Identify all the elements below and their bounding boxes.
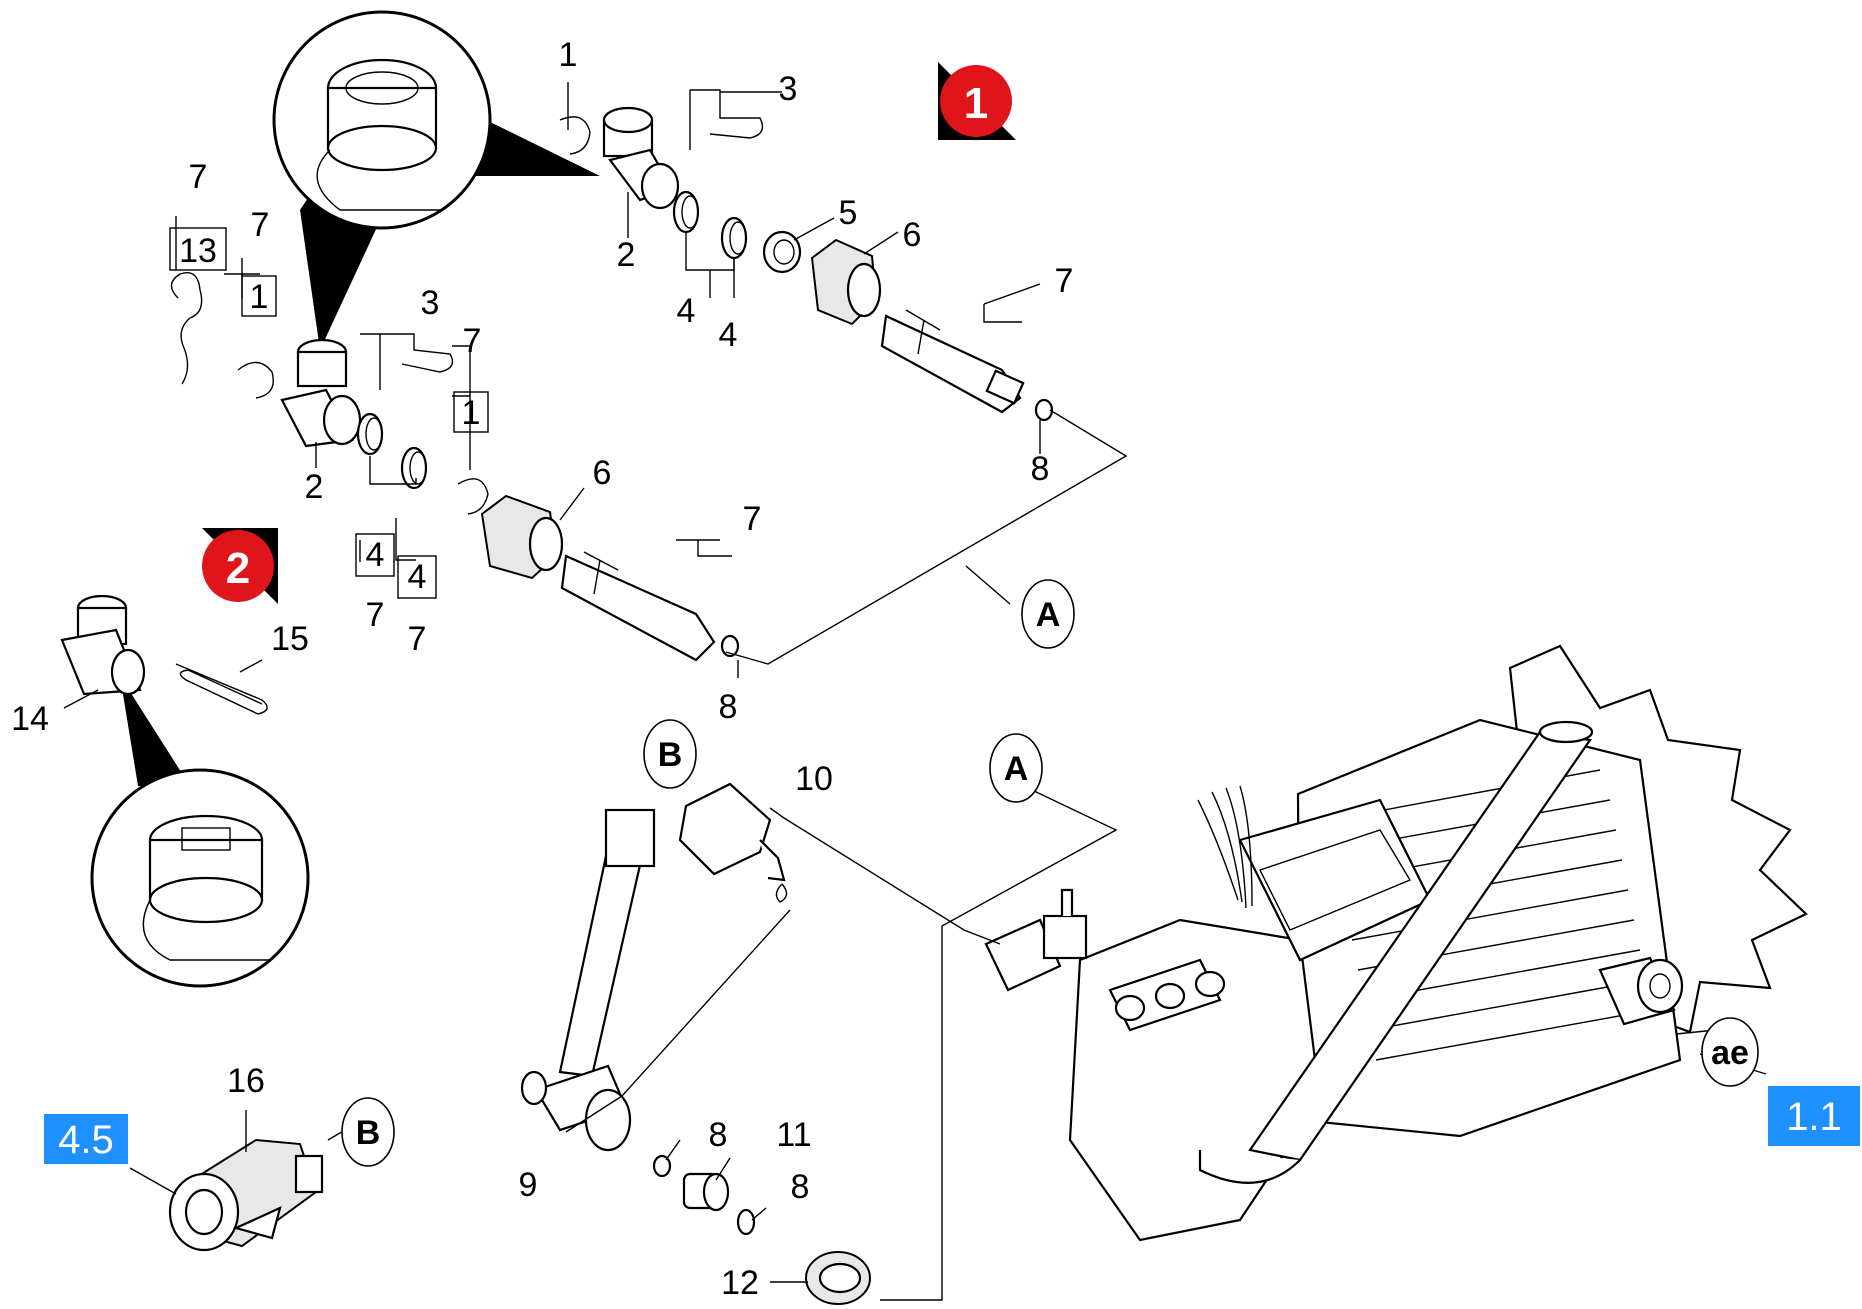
callout-4-top-b: 4 (719, 316, 738, 354)
connector-ae-label: ae (1711, 1034, 1749, 1072)
callout-12: 12 (721, 1264, 759, 1302)
callout-7-mid-right: 7 (743, 500, 762, 538)
callout-7-mid-a: 7 (366, 596, 385, 634)
callout-7-left-b: 7 (251, 206, 270, 244)
callout-4-top-a: 4 (677, 292, 696, 330)
callout-11: 11 (776, 1116, 811, 1154)
connector-b-lower-label: B (356, 1114, 381, 1152)
callout-1-mid: 1 (462, 394, 481, 432)
callout-14: 14 (11, 700, 49, 738)
callout-9: 9 (519, 1166, 538, 1204)
detail-magnifier-bottom (90, 676, 310, 988)
variant-badge-1: 1 (938, 62, 1016, 140)
connector-b-lower: B (341, 1097, 395, 1167)
quick-connector-16 (168, 1138, 324, 1252)
reference-4-5-label: 4.5 (58, 1118, 114, 1162)
callout-4-mid-a: 4 (366, 536, 385, 574)
callout-8-low-b: 8 (791, 1168, 810, 1206)
callout-3-mid: 3 (421, 284, 440, 322)
connector-a-lower-label: A (1004, 750, 1029, 788)
connector-ae: ae (1701, 1017, 1759, 1087)
callout-labels: 1 3 2 4 4 5 6 7 8 7 13 7 1 3 7 1 2 4 4 7… (11, 36, 1073, 1302)
callout-8-top: 8 (1031, 450, 1050, 488)
callout-8-low-a: 8 (709, 1116, 728, 1154)
middle-valve-assembly (170, 272, 740, 662)
callout-7-top-right: 7 (1055, 262, 1074, 300)
callout-1-left: 1 (250, 278, 269, 316)
callout-8-mid: 8 (719, 688, 738, 726)
callout-7-left-a: 7 (189, 158, 208, 196)
callout-13: 13 (179, 232, 217, 270)
callout-2-top: 2 (617, 236, 636, 274)
callout-6-top: 6 (903, 216, 922, 254)
callout-4-mid-b: 4 (408, 558, 427, 596)
connector-a-lower: A (989, 733, 1043, 803)
callout-1-top: 1 (559, 36, 578, 74)
reference-box-1-1: 1.1 (1768, 1086, 1860, 1146)
variant-badge-1-label: 1 (964, 79, 988, 128)
variant-badge-2: 2 (202, 528, 278, 604)
callout-2-mid: 2 (305, 468, 324, 506)
callout-15: 15 (271, 620, 309, 658)
variant-badge-2-label: 2 (226, 544, 250, 593)
hose-assembly (520, 782, 871, 1305)
variant-2-parts (60, 594, 268, 715)
callout-10: 10 (795, 760, 833, 798)
connector-b-upper: B (643, 719, 697, 789)
callout-7-mid: 7 (463, 322, 482, 360)
pump-motor-assembly (984, 644, 1808, 1242)
callout-6-mid: 6 (593, 454, 612, 492)
connector-b-upper-label: B (658, 736, 683, 774)
callout-16: 16 (227, 1062, 265, 1100)
callout-5: 5 (839, 194, 858, 232)
detail-magnifier-top (272, 10, 600, 350)
reference-box-4-5: 4.5 (44, 1114, 128, 1164)
connector-a-upper: A (1021, 579, 1075, 649)
connector-a-upper-label: A (1036, 596, 1061, 634)
callout-3-top: 3 (779, 70, 798, 108)
callout-7-mid-b: 7 (408, 620, 427, 658)
reference-1-1-label: 1.1 (1786, 1095, 1842, 1139)
upper-valve-assembly (559, 89, 1054, 422)
